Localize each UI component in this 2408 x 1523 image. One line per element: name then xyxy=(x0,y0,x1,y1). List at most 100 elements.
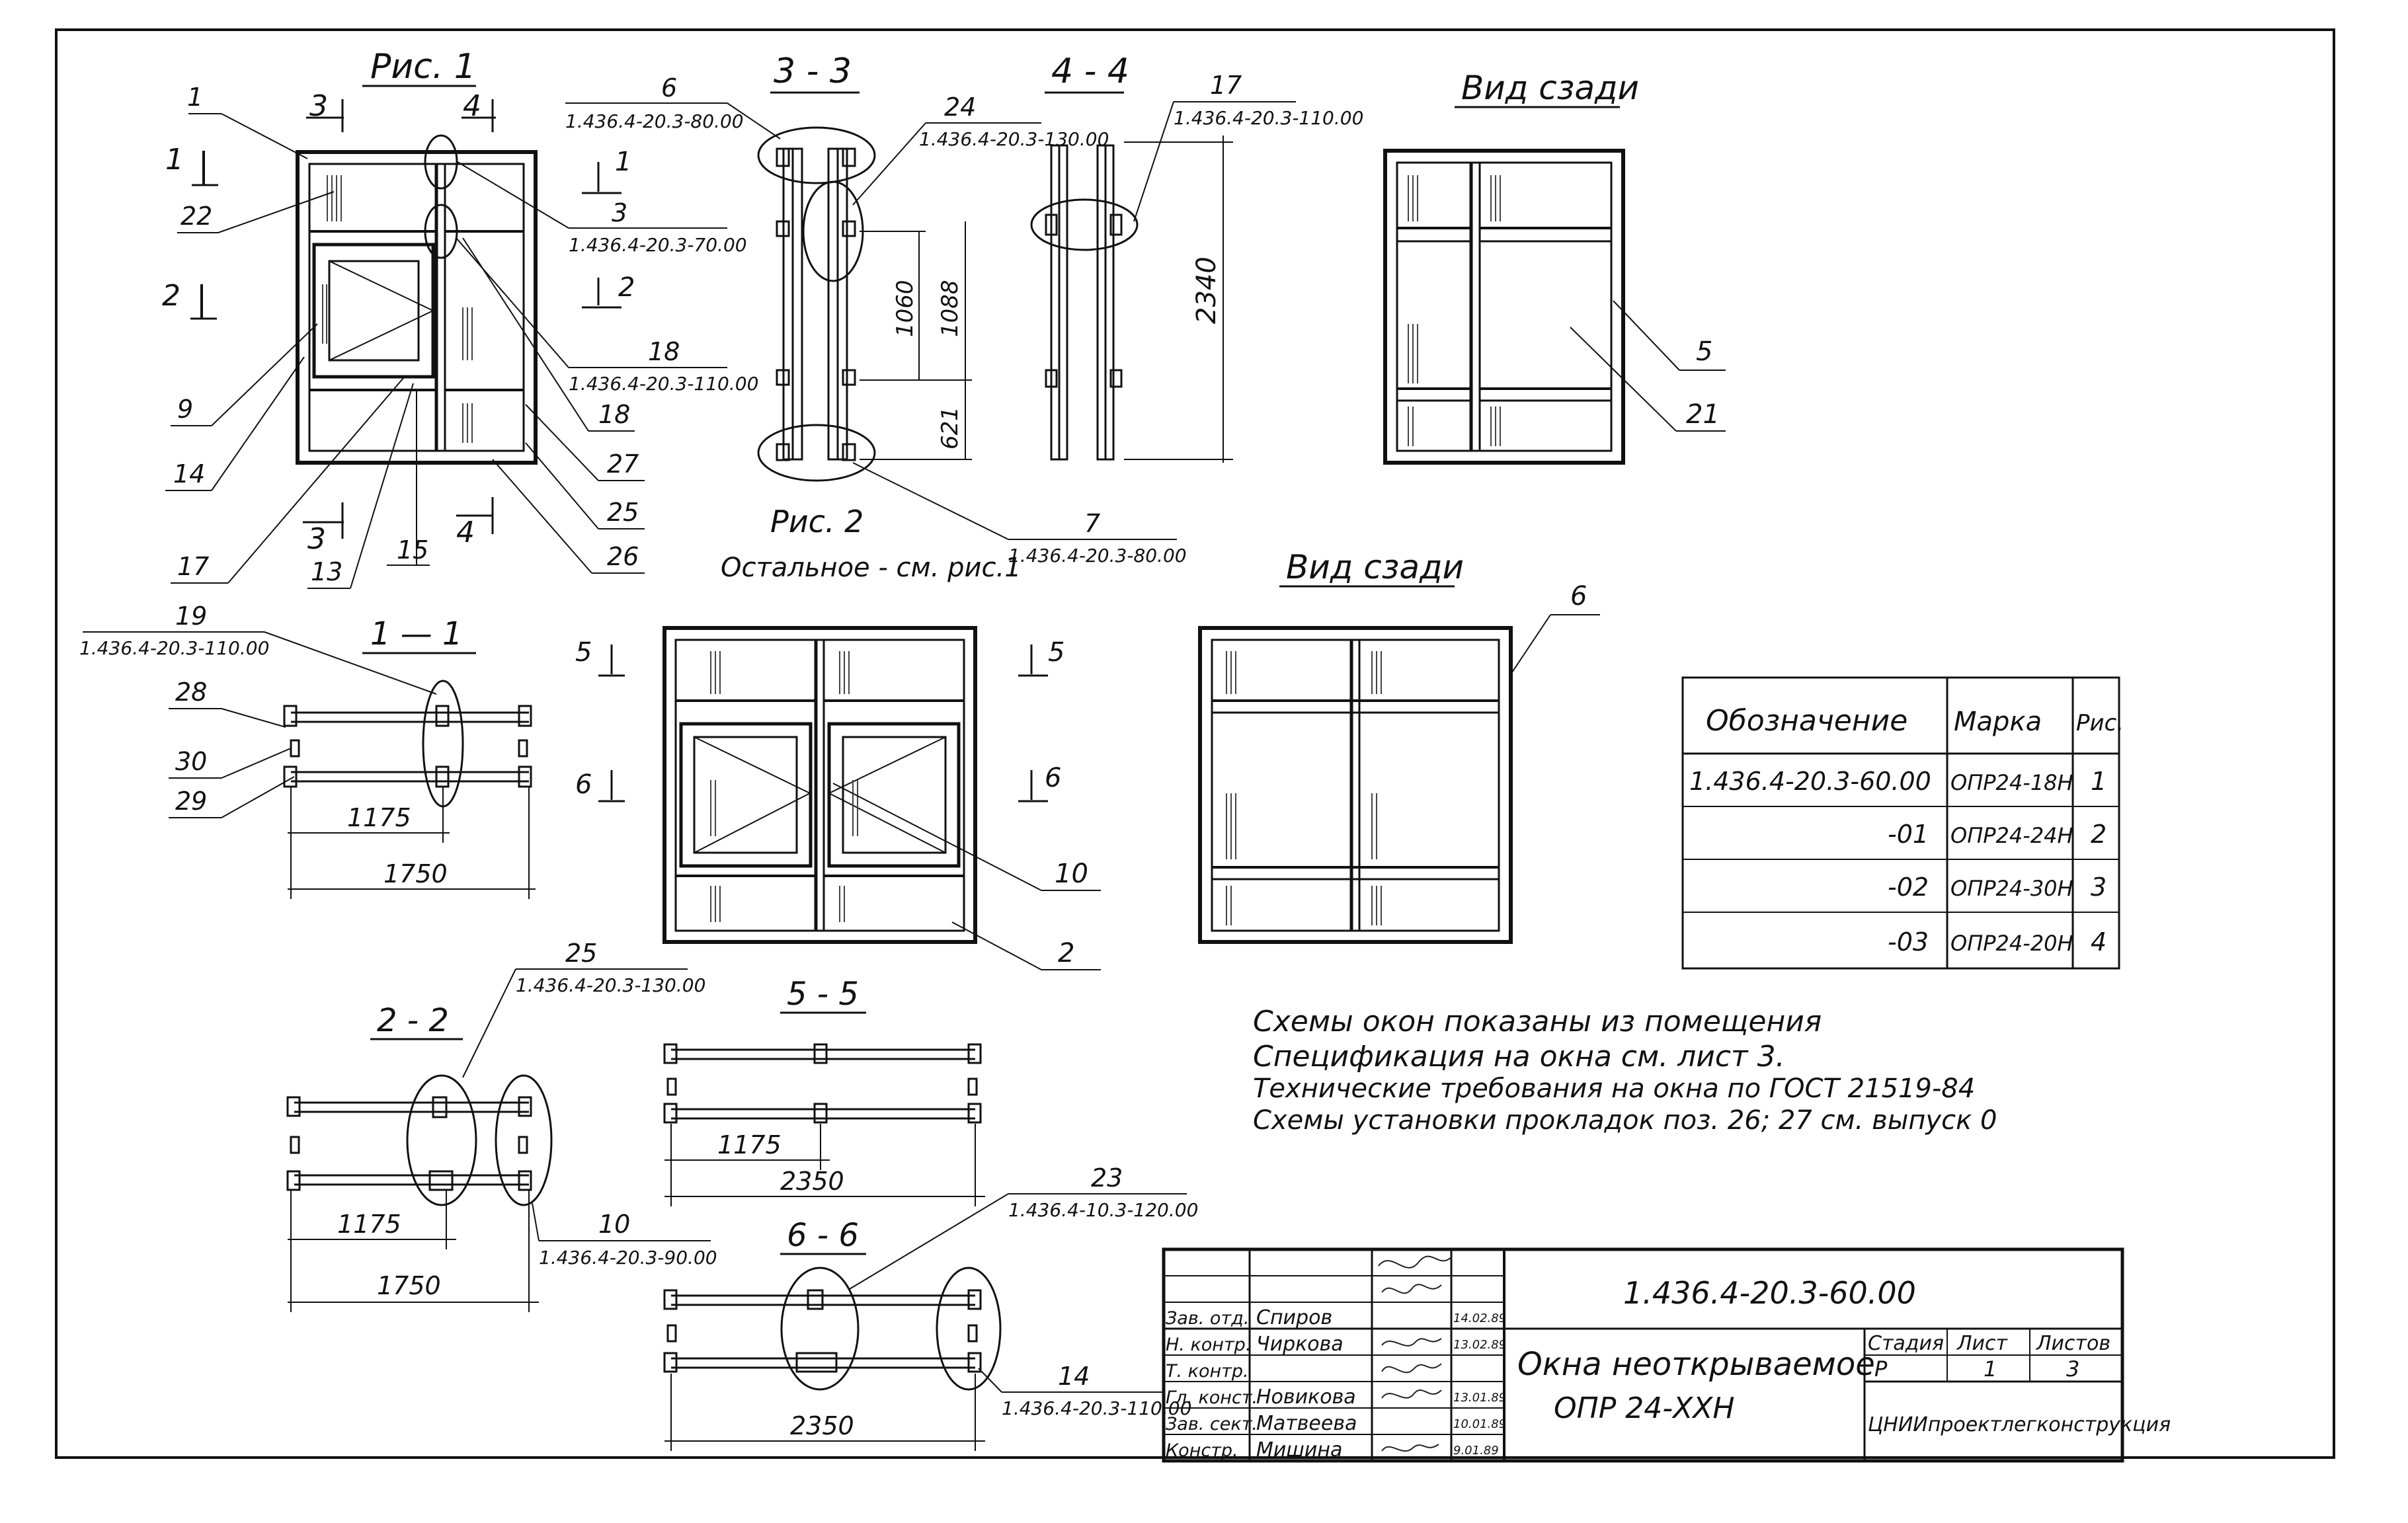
tb-date-4: 13.01.89 xyxy=(1453,1391,1506,1405)
tb-stage: Р xyxy=(1874,1356,1888,1382)
table-row-4-mark: ОПР24-20Н xyxy=(1950,931,2073,956)
fig1-ref-9: 9 xyxy=(177,395,193,424)
designation-table: Обозначение Марка Рис. 1.436.4-20.3-60.0… xyxy=(1681,676,2124,970)
tb-sheets-label: Листов xyxy=(2036,1332,2110,1355)
title-block: 1.436.4-20.3-60.00 Окна неоткрываемое ОП… xyxy=(1162,1247,2171,1463)
tb-signatures xyxy=(1378,1255,1452,1452)
tb-name-4: Новикова xyxy=(1256,1386,1356,1409)
tb-role-2: Н. контр. xyxy=(1166,1335,1251,1355)
fig2-back-view: Вид сзади 6 xyxy=(1198,548,1600,944)
fig1-ref-25: 25 xyxy=(607,498,639,527)
sec11-ref-29: 29 xyxy=(175,787,207,816)
fig1-cut-4-bottom: 4 xyxy=(456,516,475,549)
note-1: Схемы окон показаны из помещения xyxy=(1253,1005,1822,1038)
fig1-callout-6: 6 1.436.4-20.3-80.00 xyxy=(565,73,781,139)
sec66-title: 6 - 6 xyxy=(787,1217,859,1254)
fig1-cut-2-right: 2 xyxy=(618,272,635,303)
sec66-dim-2350: 2350 xyxy=(790,1411,854,1440)
sec11-dim-1750: 1750 xyxy=(383,859,448,888)
section-2-2: 2 - 2 25 1.436.4-20.3-130.00 10 xyxy=(286,939,717,1312)
fig2-note: Остальное - см. рис.1 xyxy=(721,553,1022,583)
section-4-4: 4 - 4 17 1.436.4-20.3-110.00 2340 xyxy=(1030,52,1363,463)
tb-name-line1: Окна неоткрываемое xyxy=(1517,1346,1875,1383)
svg-text:1.436.4-20.3-80.00: 1.436.4-20.3-80.00 xyxy=(565,110,744,132)
svg-text:1.436.4-20.3-110.00: 1.436.4-20.3-110.00 xyxy=(1002,1397,1191,1419)
tb-org: ЦНИИпроектлегконструкция xyxy=(1868,1413,2171,1436)
note-2: Спецификация на окна см. лист 3. xyxy=(1253,1040,1785,1074)
fig1-cut-2: 2 xyxy=(162,279,181,313)
tb-date-1: 14.02.89 xyxy=(1453,1311,1506,1325)
fig1-back-title: Вид сзади xyxy=(1461,69,1639,107)
svg-text:1.436.4-20.3-90.00: 1.436.4-20.3-90.00 xyxy=(539,1247,717,1269)
sec22-dim-1175: 1175 xyxy=(337,1210,401,1239)
sec11-callout-19: 19 1.436.4-20.3-110.00 xyxy=(79,602,437,695)
svg-text:25: 25 xyxy=(565,939,597,968)
table-row-1-fig: 1 xyxy=(2091,767,2107,796)
table-row-4-fig: 4 xyxy=(2091,927,2107,957)
svg-text:3: 3 xyxy=(612,198,627,227)
svg-text:1.436.4-20.3-110.00: 1.436.4-20.3-110.00 xyxy=(1174,107,1363,129)
sec33-callout-7: 7 1.436.4-20.3-80.00 xyxy=(852,462,1187,566)
general-notes: Схемы окон показаны из помещения Специфи… xyxy=(1253,1005,1997,1136)
table-row-3-mark: ОПР24-30Н xyxy=(1950,876,2073,901)
fig1-back-ref-5: 5 xyxy=(1696,336,1712,367)
sec66-callout-14: 14 1.436.4-20.3-110.00 xyxy=(978,1362,1191,1419)
note-4: Схемы установки прокладок поз. 26; 27 см… xyxy=(1253,1105,1997,1136)
fig1-cut-3-bottom: 3 xyxy=(307,522,326,556)
section-6-6: 6 - 6 23 1.436.4-10.3-120.00 14 xyxy=(663,1163,1198,1451)
svg-text:24: 24 xyxy=(944,93,976,122)
fig2-cut-6-right: 6 xyxy=(1045,763,1061,793)
tb-name-1: Спиров xyxy=(1256,1306,1332,1329)
fig2-cut-5-left: 5 xyxy=(575,637,592,668)
sec11-ref-28: 28 xyxy=(175,678,207,707)
tb-sheet: 1 xyxy=(1984,1356,1997,1382)
sec33-callout-24: 24 1.436.4-20.3-130.00 xyxy=(852,93,1109,206)
tb-date-6: 9.01.89 xyxy=(1453,1444,1499,1458)
svg-text:6: 6 xyxy=(661,73,677,102)
fig1-back-ref-21: 21 xyxy=(1686,399,1720,430)
section-5-5: 5 - 5 1175 2350 xyxy=(663,976,985,1206)
fig1-ref-18: 18 xyxy=(598,400,630,429)
sec11-dim-1175: 1175 xyxy=(347,803,411,832)
fig1-cut-1-right: 1 xyxy=(615,147,631,177)
fig1-cut-1-top: 1 xyxy=(165,143,184,176)
tb-stage-label: Стадия xyxy=(1868,1332,1944,1355)
sec11-title: 1 — 1 xyxy=(370,615,463,652)
table-row-3-fig: 3 xyxy=(2091,873,2107,902)
fig1-ref-26: 26 xyxy=(607,542,639,571)
svg-text:10: 10 xyxy=(598,1210,630,1239)
table-row-1-code: 1.436.4-20.3-60.00 xyxy=(1689,767,1931,796)
sec55-dim-1175: 1175 xyxy=(717,1130,782,1159)
table-row-3-code: -02 xyxy=(1888,873,1929,902)
svg-text:1.436.4-20.3-130.00: 1.436.4-20.3-130.00 xyxy=(516,974,705,996)
tb-role-6: Констр. xyxy=(1166,1440,1238,1461)
sec33-dim-1088: 1088 xyxy=(937,280,963,337)
sec44-dim-2340: 2340 xyxy=(1191,256,1222,324)
fig1-front-view: Рис. 1 1 2 3 4 3 4 xyxy=(162,47,781,589)
tb-name-2: Чиркова xyxy=(1256,1333,1344,1356)
fig2-back-ref-6: 6 xyxy=(1570,581,1587,611)
table-header-mark: Марка xyxy=(1954,707,2042,737)
sec33-dim-621: 621 xyxy=(937,407,963,449)
section-3-3: 3 - 3 24 1.436.4-20.3-130.00 7 xyxy=(757,52,1187,566)
sheet-border xyxy=(55,28,2335,1459)
fig1-ref-14: 14 xyxy=(173,459,205,488)
sec55-dim-2350: 2350 xyxy=(780,1167,844,1196)
tb-date-2: 13.02.89 xyxy=(1453,1338,1506,1352)
fig1-callout-18: 18 1.436.4-20.3-110.00 xyxy=(456,237,758,395)
sec33-title: 3 - 3 xyxy=(774,52,852,91)
tb-role-3: Т. контр. xyxy=(1166,1361,1249,1382)
section-1-1: 1 — 1 19 1.436.4-20.3-110.00 28 30 xyxy=(79,602,536,899)
tb-name-line2: ОПР 24-ХХН xyxy=(1554,1391,1734,1425)
svg-text:23: 23 xyxy=(1091,1163,1123,1192)
svg-text:1.436.4-20.3-80.00: 1.436.4-20.3-80.00 xyxy=(1008,545,1187,566)
fig1-ref-1: 1 xyxy=(187,83,203,112)
sec66-callout-23: 23 1.436.4-10.3-120.00 xyxy=(849,1163,1198,1290)
fig2-cut-5-right: 5 xyxy=(1048,637,1064,668)
table-row-1-mark: ОПР24-18Н xyxy=(1950,770,2073,795)
svg-text:1.436.4-20.3-70.00: 1.436.4-20.3-70.00 xyxy=(569,234,747,256)
fig1-ref-27: 27 xyxy=(607,449,639,479)
svg-text:7: 7 xyxy=(1084,509,1100,538)
svg-text:19: 19 xyxy=(175,602,207,631)
svg-text:18: 18 xyxy=(648,337,680,366)
